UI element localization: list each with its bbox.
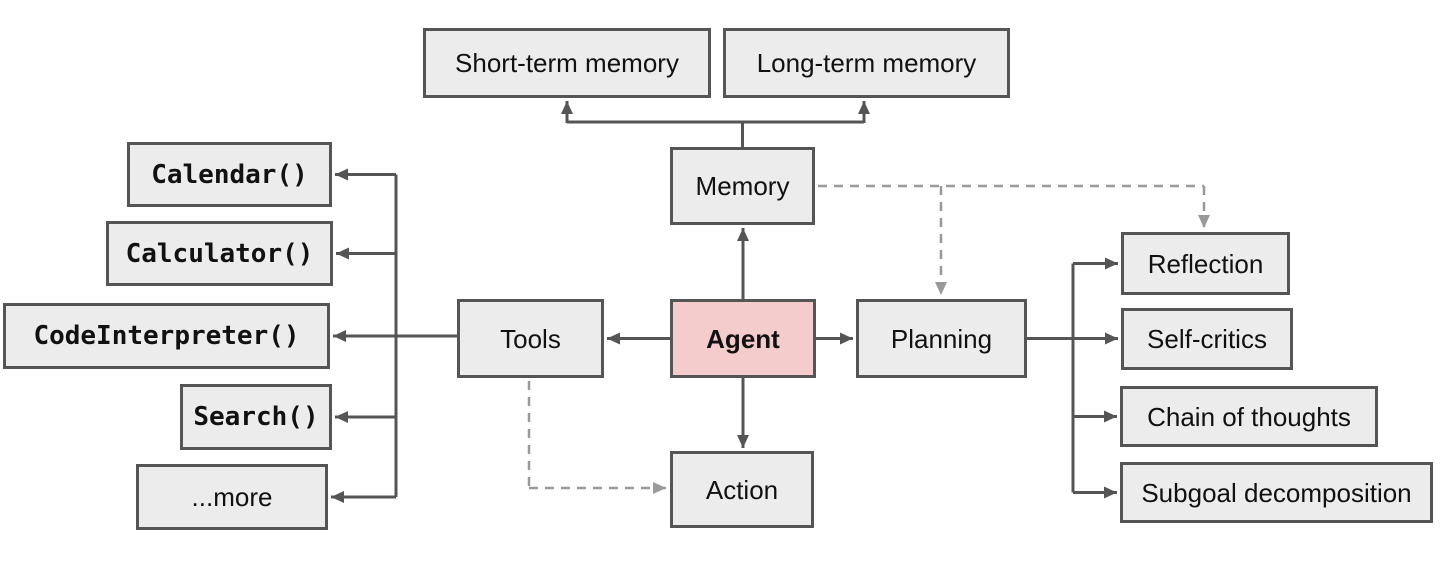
- node-tools: Tools: [457, 299, 604, 378]
- node-code-interpreter: CodeInterpreter(): [3, 303, 330, 369]
- node-calendar: Calendar(): [127, 142, 332, 207]
- edge-memory-fan: [567, 120, 864, 147]
- node-more: ...more: [136, 464, 328, 530]
- node-reflection: Reflection: [1121, 232, 1290, 295]
- dashed-connectors: [527, 184, 1210, 494]
- node-memory: Memory: [670, 147, 815, 225]
- node-subgoal-decomposition: Subgoal decomposition: [1120, 462, 1433, 523]
- edge-planning-trunk: [1027, 263, 1075, 493]
- node-long-term-memory: Long-term memory: [723, 28, 1010, 98]
- node-planning: Planning: [856, 299, 1027, 378]
- node-search: Search(): [180, 384, 332, 450]
- node-chain-of-thoughts: Chain of thoughts: [1120, 386, 1378, 447]
- node-action: Action: [670, 451, 814, 528]
- edge-tools-trunk: [394, 174, 457, 497]
- node-short-term-memory: Short-term memory: [423, 28, 711, 98]
- node-calculator: Calculator(): [106, 221, 333, 286]
- solid-connectors: [331, 101, 1118, 503]
- node-agent: Agent: [670, 299, 816, 378]
- node-self-critics: Self-critics: [1121, 308, 1293, 370]
